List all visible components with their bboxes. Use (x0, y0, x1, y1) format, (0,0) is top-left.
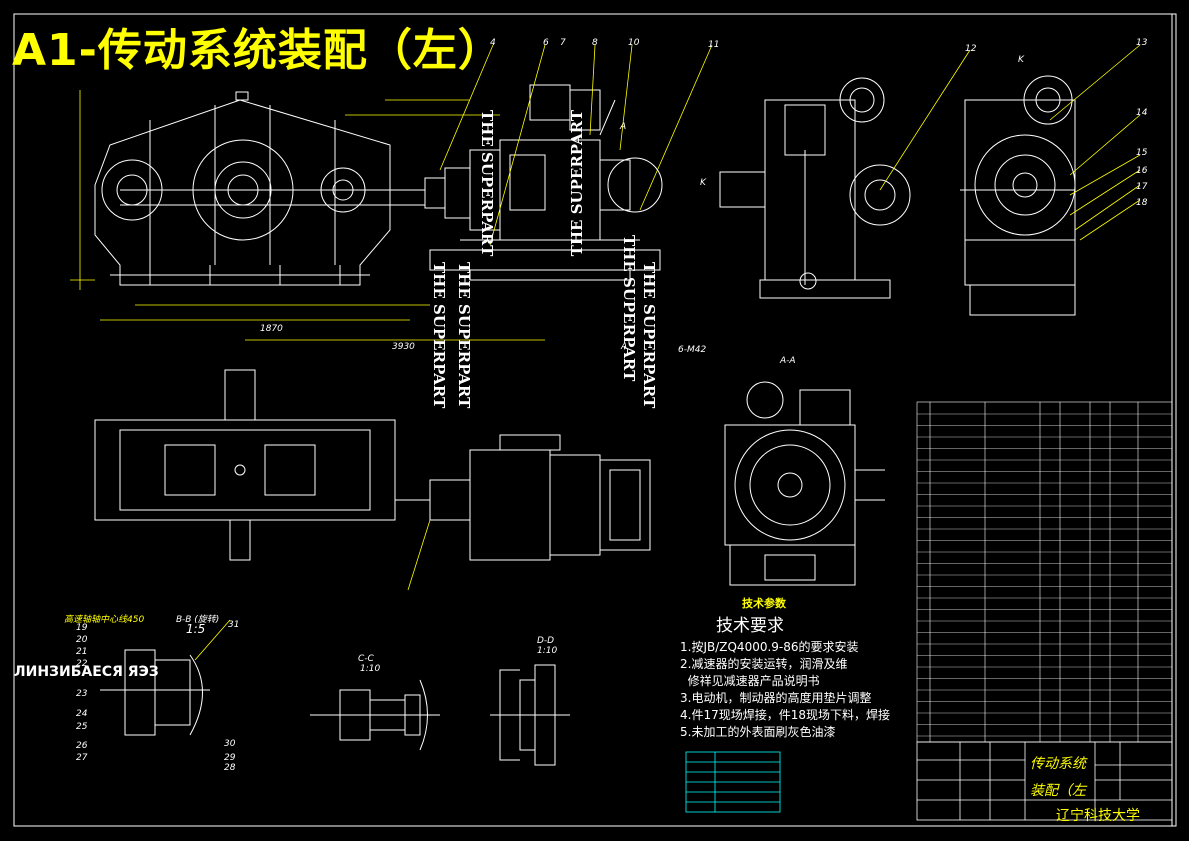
dd-detail (490, 664, 570, 766)
view-label-dd-scale: 1:10 (537, 646, 558, 656)
view-label-bb-scale: 1:5 (186, 622, 206, 636)
tech-req-item: 3.电动机，制动器的高度用垫片调整 (680, 691, 872, 705)
callout-number: 18 (1136, 198, 1148, 208)
tech-req-item: 2.减速器的安装运转，润滑及维 (680, 657, 848, 671)
dim-3930: 3930 (392, 342, 415, 352)
tech-requirements: 技术要求 1.按JB/ZQ4000.9-86的要求安装 2.减速器的安装运转，润… (680, 618, 890, 741)
callout-number: 31 (228, 620, 240, 630)
callout-number: 15 (1136, 148, 1148, 158)
callout-number: 22 (76, 659, 88, 669)
tech-req-item: 5.未加工的外表面刷灰色油漆 (680, 725, 836, 739)
callout-number: 21 (76, 647, 88, 657)
callout-number: 10 (628, 38, 640, 48)
mirrored-text: ЛИНЗИБАЕСЯ ЯЭЗ (14, 664, 159, 680)
label-k: K (700, 178, 706, 188)
callout-number: 27 (76, 753, 88, 763)
drawing-name-line2: 装配（左 (1030, 783, 1086, 799)
aa-section (724, 381, 885, 586)
side-view (719, 77, 911, 299)
dim-1870: 1870 (260, 324, 283, 334)
callout-number: 7 (560, 38, 566, 48)
callout-number: 30 (224, 739, 236, 749)
small-param-table (685, 751, 781, 813)
callout-number: 19 (76, 623, 88, 633)
view-label-dd: D-D (537, 636, 555, 646)
callout-number: 8 (592, 38, 598, 48)
callout-number: 20 (76, 635, 88, 645)
callout-number: 28 (224, 763, 236, 773)
tech-req-item: 4.件17现场焊接，件18现场下料，焊接 (680, 708, 890, 722)
right-view (960, 75, 1076, 316)
view-label-bb: B-B (旋转) (176, 615, 220, 625)
superpart-text: THE SUPERPART (568, 110, 586, 257)
callout-number: 24 (76, 709, 88, 719)
superpart-text: THE SUPERPART (430, 262, 448, 409)
callout-number: 25 (76, 722, 88, 732)
reducer-front-view (94, 91, 471, 286)
motor-brake-front (429, 84, 663, 281)
callout-number: 4 (490, 38, 496, 48)
label-a: A (621, 342, 628, 352)
tech-req-item: 1.按JB/ZQ4000.9-86的要求安装 (680, 640, 859, 654)
tech-req-item: 修祥见减速器产品说明书 (680, 674, 820, 688)
label-k: K (1018, 55, 1024, 65)
callout-number: 26 (76, 741, 88, 751)
drawing-frame (13, 13, 1177, 827)
reducer-plan-view (94, 369, 651, 561)
superpart-text: THE SUPERPART (620, 235, 638, 382)
callout-number: 6 (543, 38, 549, 48)
view-label-cc: C-C (358, 654, 374, 664)
superpart-text: THE SUPERPART (455, 262, 473, 409)
tech-requirements-heading: 技术要求 (716, 616, 784, 636)
title-block (916, 741, 1173, 821)
tech-params-label: 技术参数 (742, 597, 786, 610)
callout-number: 29 (224, 753, 236, 763)
bolt-note: 高速轴轴中心线450 (64, 615, 145, 625)
cc-detail (310, 679, 440, 751)
school-name: 辽宁科技大学 (1056, 808, 1140, 824)
leader-lines (194, 44, 1141, 661)
drawing-title: A1-传动系统装配（左） (12, 25, 503, 76)
callout-number: 23 (76, 689, 88, 699)
view-label-cc-scale: 1:10 (360, 664, 381, 674)
label-a: A (620, 122, 627, 132)
callout-number: 11 (708, 40, 720, 50)
callout-number: 12 (965, 44, 977, 54)
callout-number: 14 (1136, 108, 1148, 118)
view-label-aa: A-A (780, 356, 796, 366)
label-m42: 6-M42 (678, 345, 707, 355)
parts-list (916, 401, 1173, 743)
callout-number: 13 (1136, 38, 1148, 48)
superpart-text: THE SUPERPART (640, 262, 658, 409)
callout-number: 17 (1136, 182, 1148, 192)
bb-detail (100, 649, 210, 736)
drawing-name-line1: 传动系统 (1030, 756, 1086, 772)
superpart-text: THE SUPERPART (478, 110, 496, 257)
callout-number: 16 (1136, 166, 1148, 176)
